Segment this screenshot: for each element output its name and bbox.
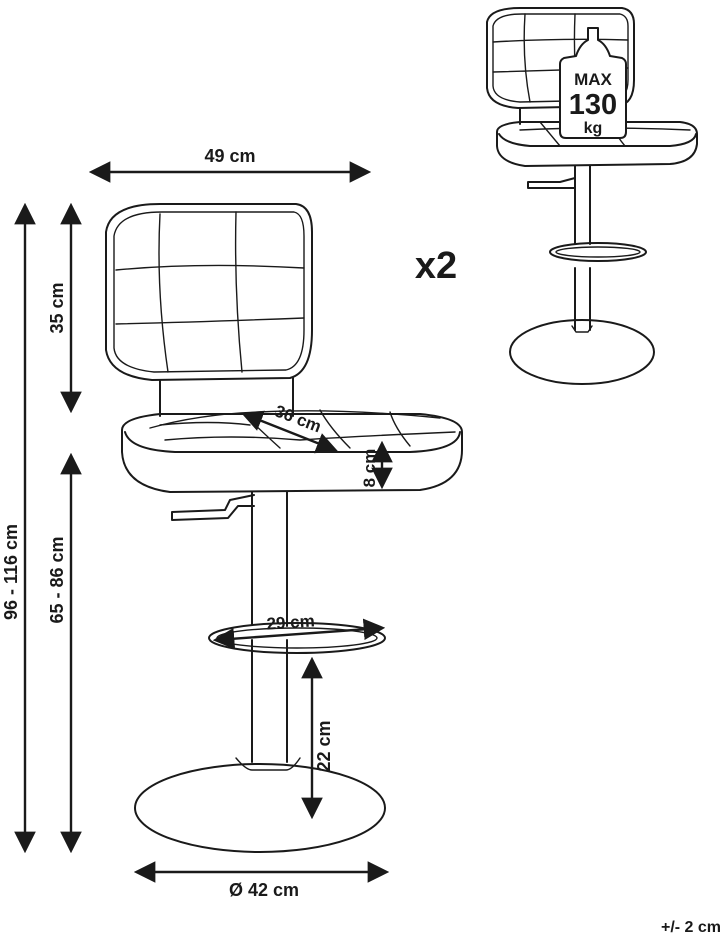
tolerance-label: +/- 2 cm xyxy=(661,919,721,936)
max-load-value: 130 xyxy=(569,89,617,121)
main-stool-drawing xyxy=(105,203,463,853)
seat-thickness-label: 8 cm xyxy=(360,449,379,488)
seat-width-label: 49 cm xyxy=(204,146,255,166)
base-diameter-label: Ø 42 cm xyxy=(229,880,299,900)
footrest-width-label: 29 cm xyxy=(266,611,315,633)
quantity-label: x2 xyxy=(415,245,457,287)
max-load-label: MAX xyxy=(574,70,612,89)
footrest-height-label: 22 cm xyxy=(314,720,334,771)
seat-depth-arrow xyxy=(240,410,339,454)
total-height-label: 96 - 116 cm xyxy=(1,524,21,620)
max-load-unit: kg xyxy=(584,120,603,137)
max-load-weight-icon xyxy=(559,27,627,139)
small-stool-drawing: MAX 130 kg xyxy=(486,7,698,385)
backrest-height-label: 35 cm xyxy=(47,282,67,333)
seat-height-label: 65 - 86 cm xyxy=(47,536,67,623)
footrest-width-arrow xyxy=(212,618,386,650)
